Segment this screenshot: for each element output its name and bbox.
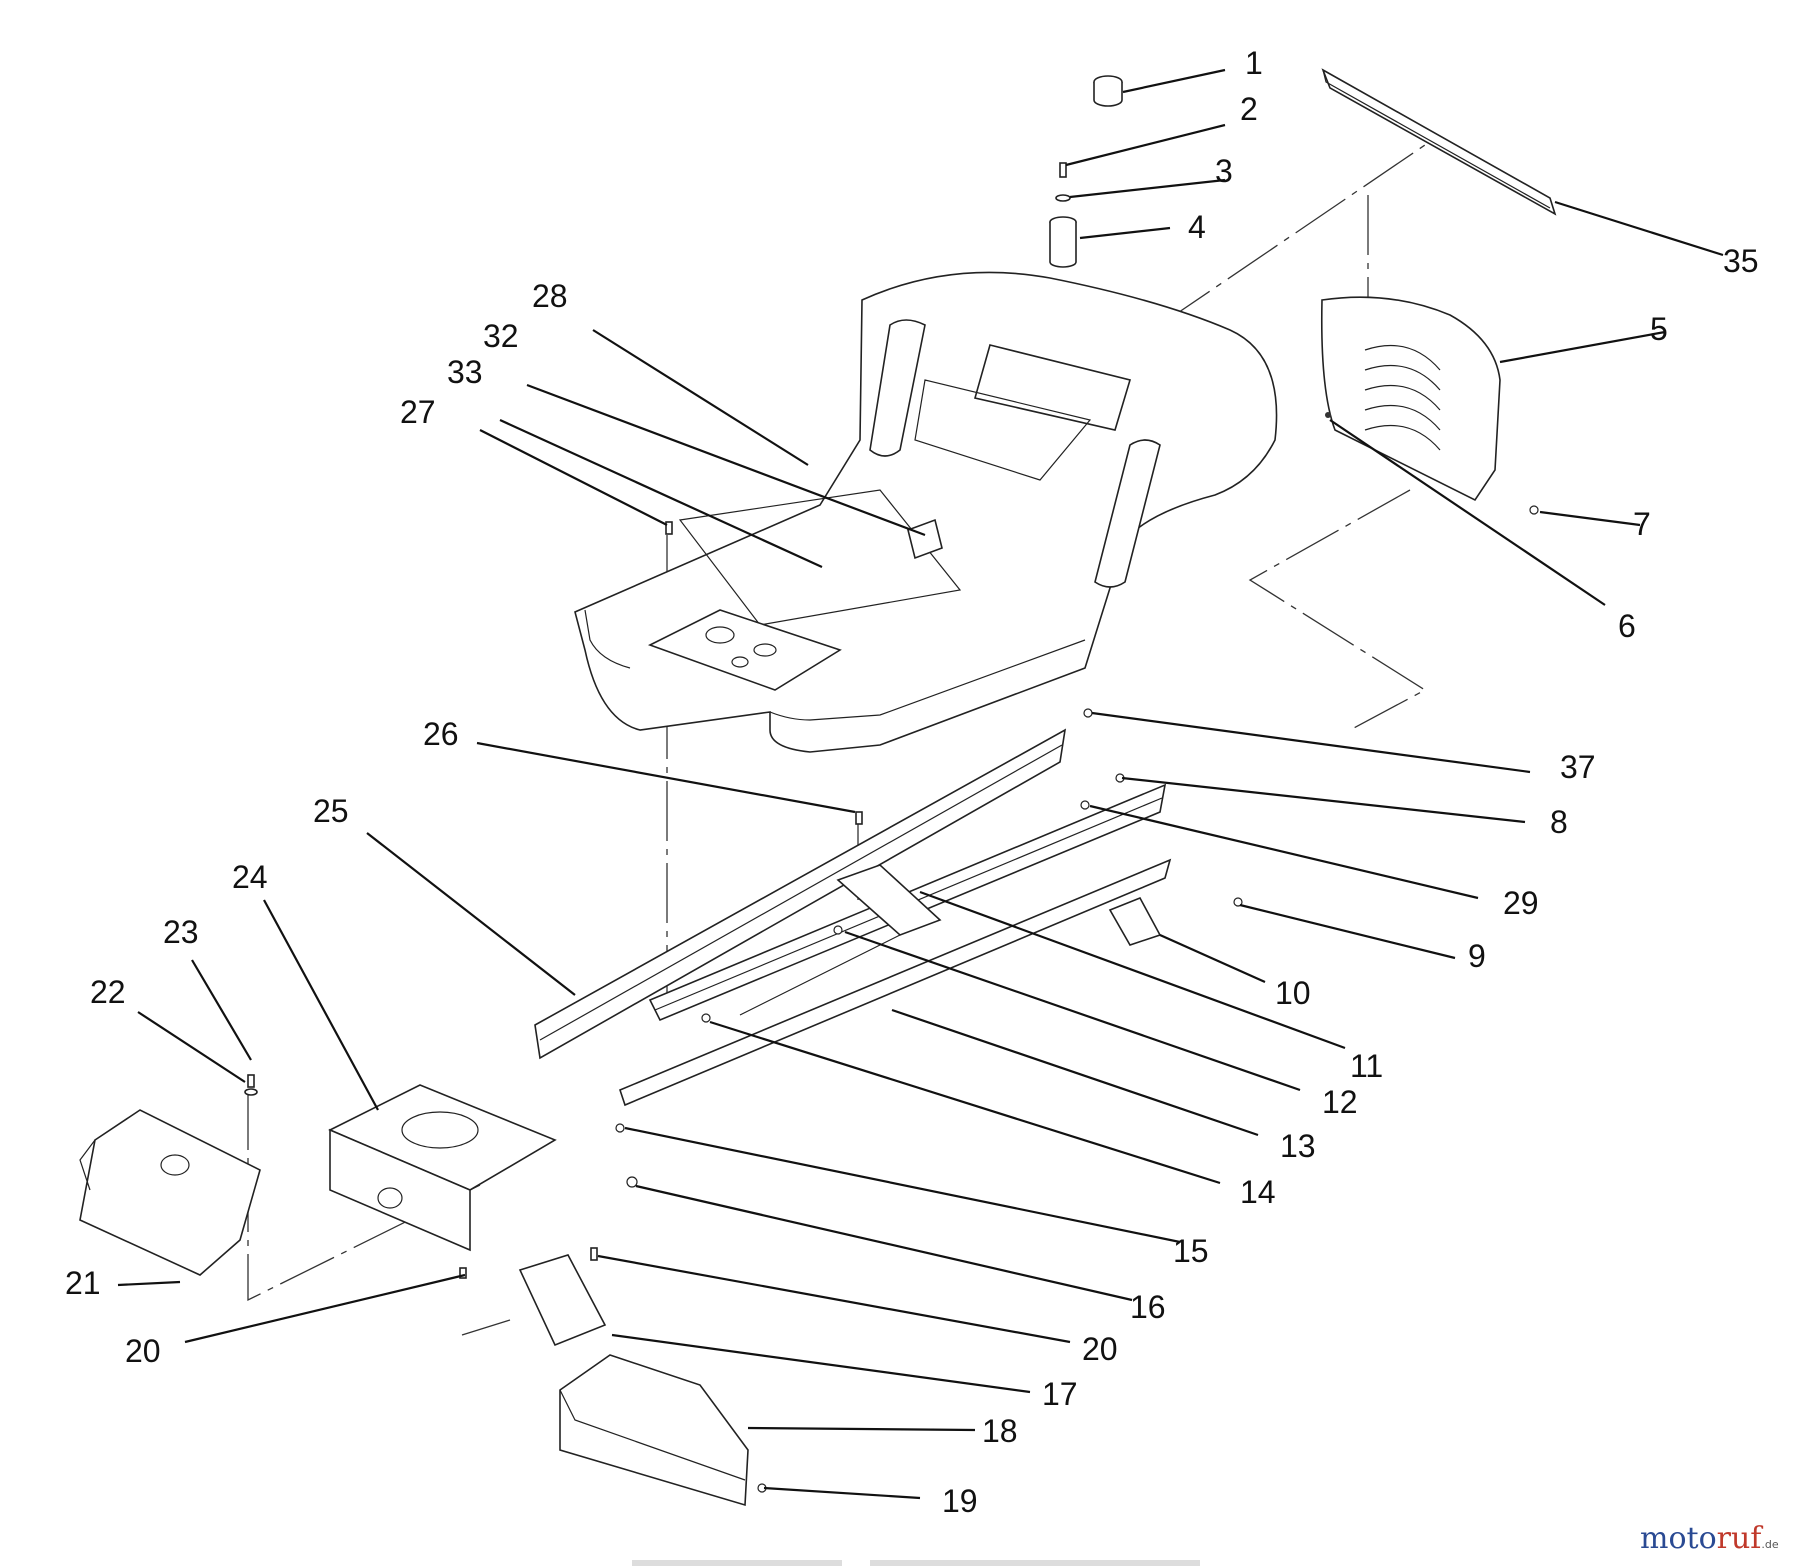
callout-label: 33 bbox=[447, 354, 483, 390]
callout-label: 28 bbox=[532, 278, 568, 314]
part-frame-rails bbox=[534, 728, 1172, 1107]
cropped-bottom-strip bbox=[632, 1560, 1200, 1566]
callout-label: 15 bbox=[1173, 1233, 1209, 1269]
callout-label: 9 bbox=[1468, 938, 1486, 974]
callout-label: 17 bbox=[1042, 1376, 1078, 1412]
callout-label: 24 bbox=[232, 859, 268, 895]
svg-text:motoruf.de: motoruf.de bbox=[1640, 1521, 1779, 1556]
callout-label: 3 bbox=[1215, 153, 1233, 189]
callout-label: 11 bbox=[1350, 1048, 1383, 1084]
callout-label: 7 bbox=[1633, 506, 1651, 542]
part-spacer-tube bbox=[1049, 216, 1077, 268]
part-knob bbox=[1093, 75, 1123, 107]
watermark-brand-a: moto bbox=[1640, 1521, 1717, 1556]
callout-label: 16 bbox=[1130, 1289, 1166, 1325]
callout-label: 23 bbox=[163, 914, 199, 950]
callout-label: 1 bbox=[1245, 45, 1263, 81]
callout-label: 27 bbox=[400, 394, 436, 430]
callout-label: 13 bbox=[1280, 1128, 1316, 1164]
callout-label: 18 bbox=[982, 1413, 1018, 1449]
watermark-logo: motoruf.de bbox=[1640, 1521, 1779, 1556]
part-screw-washer bbox=[1055, 162, 1071, 202]
part-front-shroud bbox=[79, 1109, 261, 1276]
callout-label: 14 bbox=[1240, 1174, 1276, 1210]
callout-label: 35 bbox=[1723, 243, 1759, 279]
callout-label: 37 bbox=[1560, 749, 1596, 785]
part-lower-shields bbox=[518, 1254, 749, 1507]
callout-label: 26 bbox=[423, 716, 459, 752]
callout-label: 4 bbox=[1188, 209, 1206, 245]
part-body-pan bbox=[574, 271, 1278, 753]
callout-label: 12 bbox=[1322, 1084, 1358, 1120]
callout-label: 19 bbox=[942, 1483, 978, 1519]
callout-label: 6 bbox=[1618, 608, 1636, 644]
callout-label: 20 bbox=[1082, 1331, 1118, 1367]
callout-label: 8 bbox=[1550, 804, 1568, 840]
callout-label: 21 bbox=[65, 1265, 101, 1301]
callout-label: 25 bbox=[313, 793, 349, 829]
part-hardware bbox=[244, 505, 1539, 1493]
callout-labels: 1 2 3 4 5 6 7 8 9 10 11 12 13 14 15 16 1… bbox=[65, 45, 1759, 1519]
watermark-brand-b: ruf bbox=[1717, 1521, 1764, 1556]
callout-label: 32 bbox=[483, 318, 519, 354]
callout-label: 29 bbox=[1503, 885, 1539, 921]
callout-label: 10 bbox=[1275, 975, 1311, 1011]
callout-label: 22 bbox=[90, 974, 126, 1010]
part-front-plate bbox=[328, 1084, 557, 1252]
part-bracket bbox=[1108, 896, 1162, 946]
leader-lines bbox=[117, 68, 1724, 1500]
part-strip bbox=[1321, 68, 1557, 216]
part-grille bbox=[1320, 296, 1538, 513]
callout-label: 5 bbox=[1650, 311, 1668, 347]
watermark-suffix: .de bbox=[1761, 1538, 1778, 1551]
callout-label: 2 bbox=[1240, 91, 1258, 127]
callout-label: 20 bbox=[125, 1333, 161, 1369]
part-cross-member bbox=[836, 864, 942, 936]
